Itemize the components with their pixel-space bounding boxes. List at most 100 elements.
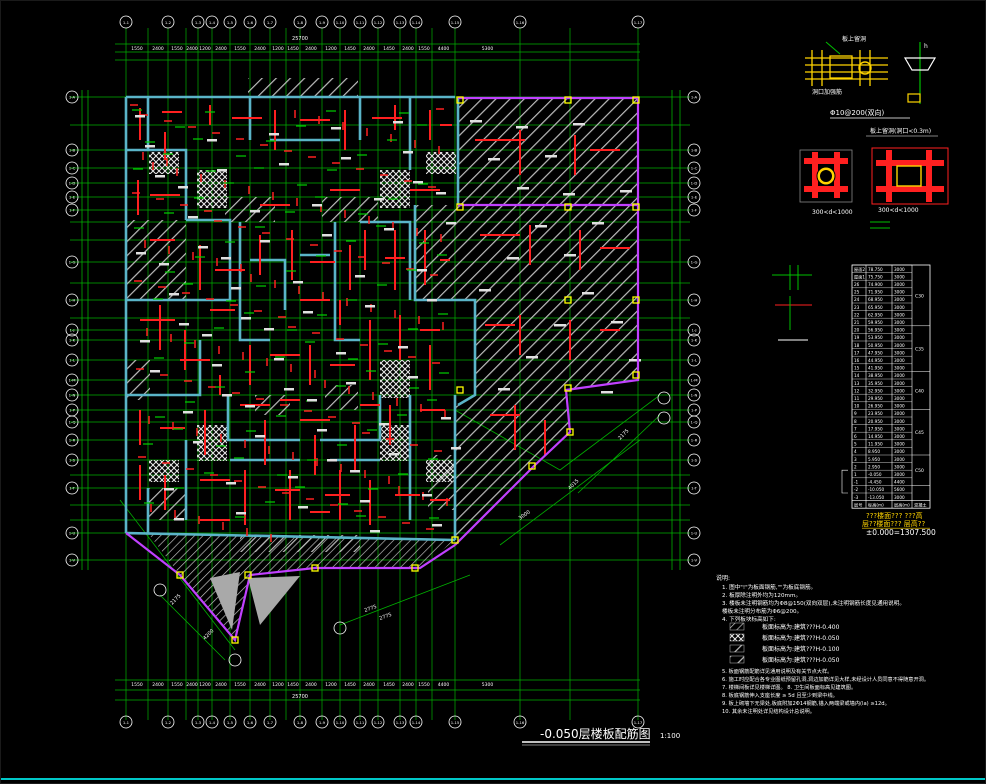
axis-bubble-label: 1-14 bbox=[412, 20, 421, 25]
axis-bubble bbox=[687, 388, 701, 402]
axis-bubble bbox=[687, 353, 701, 367]
axis-bubble bbox=[315, 15, 329, 29]
axis-bubble-label: 1-7 bbox=[267, 20, 274, 25]
column bbox=[632, 96, 640, 104]
rebar-label bbox=[331, 127, 341, 130]
axis-bubble bbox=[223, 15, 237, 29]
rebar-label bbox=[403, 151, 413, 154]
rebar-label bbox=[179, 323, 189, 326]
axis-bubble bbox=[65, 143, 79, 157]
dimension-text: 1550 bbox=[418, 46, 430, 52]
table-cell: -0.050 bbox=[868, 472, 882, 477]
cross-block bbox=[149, 152, 179, 174]
rebar-label bbox=[384, 228, 394, 231]
rebar-label bbox=[564, 254, 576, 257]
table-concrete-grade: C45 bbox=[915, 430, 924, 436]
table-concrete-grade: C35 bbox=[915, 347, 924, 353]
axis-bubble bbox=[687, 203, 701, 217]
legend-swatch bbox=[729, 644, 745, 653]
table-cell: 13 bbox=[854, 381, 860, 386]
table-cell: 12 bbox=[854, 388, 860, 393]
rebar-label bbox=[563, 193, 575, 196]
axis-bubble bbox=[191, 15, 205, 29]
table-cell: 35.950 bbox=[868, 381, 883, 386]
column bbox=[176, 571, 184, 579]
dimension-text: 1200 bbox=[325, 682, 337, 688]
table-header: 标高(m) bbox=[868, 501, 884, 508]
table-cell: 屋面1 bbox=[854, 274, 865, 280]
axis-bubble bbox=[65, 526, 79, 540]
axis-bubble-label: 1-5 bbox=[227, 720, 234, 725]
table-cell: 5600 bbox=[894, 487, 905, 492]
table-cell: 3000 bbox=[894, 312, 905, 317]
axis-bubble-label: 1-G bbox=[69, 260, 76, 265]
axis-bubble-label: 1-G bbox=[691, 260, 698, 265]
table-cell: 65.950 bbox=[868, 305, 883, 310]
cross-block bbox=[380, 170, 410, 208]
axis-bubble-label: 1-R bbox=[691, 438, 698, 443]
drawing-title: -0.050层楼板配筋图 bbox=[540, 726, 651, 741]
rebar-label bbox=[250, 210, 260, 213]
table-footer: ???楼面??? ???高 bbox=[866, 511, 923, 520]
rebar-label bbox=[307, 399, 317, 402]
axis-bubble bbox=[161, 715, 175, 729]
axis-line-diagonal bbox=[499, 439, 641, 546]
table-cell: 19 bbox=[854, 335, 860, 340]
axis-bubble-label: 1-12 bbox=[374, 720, 383, 725]
rebar-label bbox=[592, 222, 604, 225]
rebar-label bbox=[140, 340, 150, 343]
rebar-label bbox=[183, 411, 193, 414]
axis-bubble-label: 1-15 bbox=[451, 720, 460, 725]
column bbox=[632, 203, 640, 211]
table-cell: 41.950 bbox=[868, 366, 883, 371]
rebar-label bbox=[374, 198, 384, 201]
column bbox=[451, 536, 459, 544]
rebar-label bbox=[198, 246, 208, 249]
axis-bubble bbox=[393, 15, 407, 29]
dimension-text: 2400 bbox=[402, 682, 414, 688]
rebar-label bbox=[360, 500, 370, 503]
table-cell: 15 bbox=[854, 366, 860, 371]
table-cell: 3000 bbox=[894, 495, 905, 500]
rebar-label bbox=[516, 126, 528, 129]
rebar-label bbox=[422, 494, 432, 497]
axis-bubble bbox=[65, 415, 79, 429]
table-cell: 3000 bbox=[894, 366, 905, 371]
rebar-label bbox=[479, 289, 491, 292]
table-concrete-grade: C40 bbox=[915, 388, 924, 394]
table-cell: 62.950 bbox=[868, 312, 883, 317]
table-cell: 71.950 bbox=[868, 290, 883, 295]
axis-bubble-label: 1-S bbox=[691, 458, 698, 463]
axis-bubble bbox=[333, 715, 347, 729]
table-cell: 26 bbox=[854, 282, 860, 287]
table-cell: 11 bbox=[854, 396, 860, 401]
rebar-label bbox=[245, 405, 255, 408]
dimension-text: 2400 bbox=[305, 46, 317, 52]
table-cell: 3000 bbox=[894, 350, 905, 355]
rebar-label bbox=[231, 287, 241, 290]
table-cell: 3000 bbox=[894, 297, 905, 302]
table-cell: 74.900 bbox=[868, 282, 883, 287]
legend-text: 板面标高为:建筑???H-0.400 bbox=[762, 623, 840, 631]
rebar-label bbox=[573, 123, 585, 126]
axis-bubble bbox=[243, 715, 257, 729]
rebar-label bbox=[164, 488, 174, 491]
svg-text:h: h bbox=[924, 43, 928, 50]
table-cell: 3000 bbox=[894, 305, 905, 310]
table-cell: 14.950 bbox=[868, 434, 883, 439]
axis-bubble bbox=[687, 176, 701, 190]
axis-bubble bbox=[65, 176, 79, 190]
dimension-text: 1200 bbox=[325, 46, 337, 52]
axis-bubble bbox=[687, 161, 701, 175]
rebar-label bbox=[312, 204, 322, 207]
table-footer: ±0.000=1307.500 bbox=[866, 528, 936, 537]
axis-bubble bbox=[65, 481, 79, 495]
axis-bubble bbox=[687, 453, 701, 467]
note-line: 楼板未注明分布筋为Φ6@200。 bbox=[722, 607, 802, 615]
detail-section-caption: 板上留洞(洞口<0.3m) bbox=[870, 127, 931, 135]
dimension-text: 1200 bbox=[272, 682, 284, 688]
legend-text: 板面标高为:建筑???H-0.050 bbox=[762, 656, 840, 664]
table-cell: 3000 bbox=[894, 320, 905, 325]
note-line: 2. 板厚除注明外均为120mm。 bbox=[722, 591, 801, 599]
axis-bubble bbox=[687, 333, 701, 347]
